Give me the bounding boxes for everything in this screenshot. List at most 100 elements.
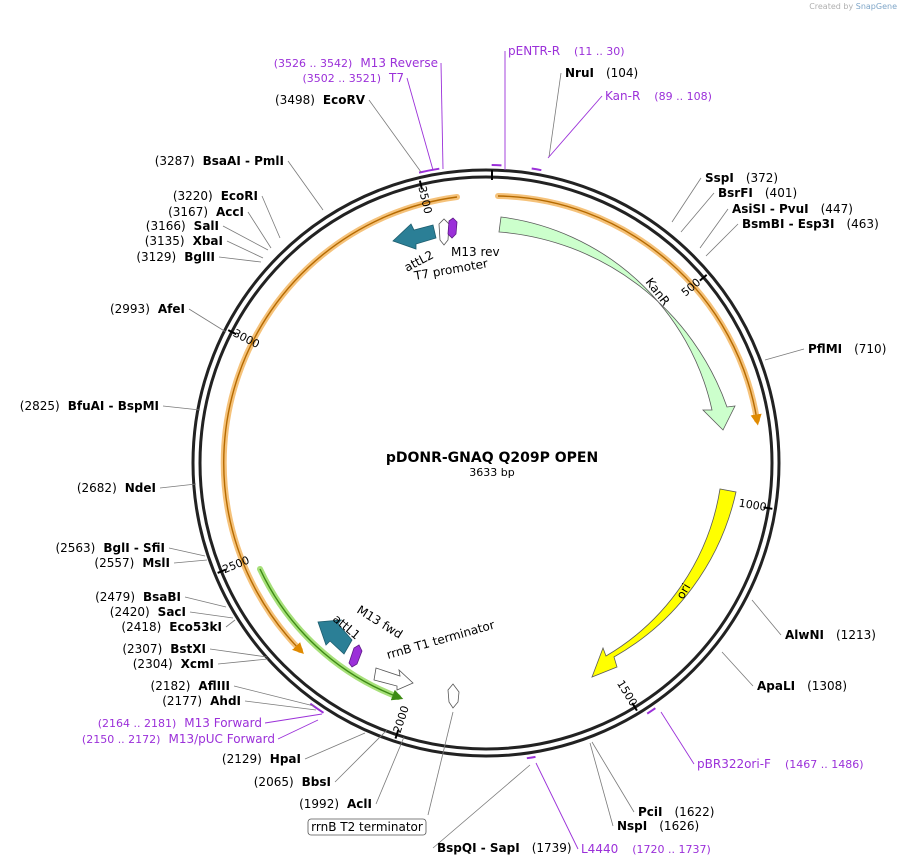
plasmid-length: 3633 bp	[469, 466, 514, 479]
site-leader	[721, 651, 754, 687]
site-position: (2420)	[110, 605, 150, 619]
site-position: (2065)	[254, 775, 294, 789]
restriction-site: (2182) AflIII	[151, 679, 315, 707]
labels-layer: NruI(104)SspI(372)BsrFI(401)AsiSI - PvuI…	[20, 44, 887, 856]
site-name: PflMI	[808, 342, 842, 356]
site-name: XcmI	[181, 657, 214, 671]
site-position: (2182)	[151, 679, 191, 693]
site-leader	[699, 208, 729, 249]
site-position: (2557)	[94, 556, 134, 570]
site-label: PciI(1622)	[638, 805, 714, 819]
ori-feature	[591, 488, 737, 678]
primer-leader	[264, 713, 323, 724]
tick-mark	[217, 568, 227, 574]
site-name: AfeI	[158, 302, 185, 316]
site-name: NruI	[565, 66, 594, 80]
site-name: NdeI	[125, 481, 156, 495]
site-leader	[432, 764, 531, 849]
site-name: AlwNI	[785, 628, 824, 642]
site-position: (447)	[821, 202, 853, 216]
site-leader	[159, 483, 197, 489]
restriction-site: (2418)Eco53kI	[121, 619, 236, 634]
restriction-site: AlwNI(1213)	[751, 599, 876, 642]
restriction-site: (3166)SalI	[146, 219, 269, 251]
restriction-site: (1992)AclI	[299, 736, 405, 811]
site-leader	[173, 559, 208, 564]
site-label: BsmBI - Esp3I(463)	[742, 217, 879, 231]
site-position: (463)	[846, 217, 878, 231]
site-position: (3220)	[173, 189, 213, 203]
tick-mark	[631, 702, 638, 712]
site-leader	[261, 195, 281, 239]
site-name: BfuAI - BspMI	[68, 399, 159, 413]
primer-name: Kan-R	[605, 89, 640, 103]
site-name: BstXI	[170, 642, 206, 656]
restriction-site: NruI(104)	[548, 66, 638, 158]
site-position: (2177)	[162, 694, 202, 708]
site-label: BspQI - SapI (1739)	[437, 841, 572, 855]
restriction-site: (2065)BbsI	[254, 729, 388, 789]
primer-label: Kan-R(89 .. 108)	[605, 89, 712, 103]
site-name: XbaI	[193, 234, 223, 248]
site-leader	[304, 732, 366, 760]
restriction-site: SspI(372)	[671, 171, 778, 223]
site-leader	[287, 160, 324, 211]
tick-mark	[227, 329, 237, 336]
primer: pENTR-R(11 .. 30)	[504, 44, 625, 170]
m13-fwd-arrow	[348, 644, 363, 668]
site-leader	[168, 547, 206, 557]
primer-leader	[277, 719, 319, 740]
site-label: (3220)EcoRI	[173, 189, 258, 203]
site-position: (1739)	[532, 841, 572, 855]
attL2-arrow	[392, 223, 437, 250]
primer-label: (2150 .. 2172)M13/pUC Forward	[82, 732, 275, 746]
primer-binding-mark	[526, 755, 536, 760]
primer-range: (1720 .. 1737)	[632, 843, 711, 856]
site-label: (3498)EcoRV	[275, 93, 366, 107]
site-leader	[222, 225, 269, 251]
restriction-site: BsmBI - Esp3I(463)	[705, 217, 879, 257]
tick-label: 3500	[415, 185, 434, 215]
tick-label: 1000	[738, 497, 768, 514]
primer-leader	[547, 95, 603, 159]
primer-binding-mark	[309, 702, 325, 714]
restriction-site: (2177)AhdI	[162, 694, 317, 711]
site-position: (2479)	[95, 590, 135, 604]
site-leader	[589, 742, 614, 827]
primer-range: (3526 .. 3542)	[274, 57, 353, 70]
primer-label: (2164 .. 2181)M13 Forward	[98, 716, 262, 730]
site-label: AsiSI - PvuI (447)	[732, 202, 853, 216]
site-label: (2993)AfeI	[110, 302, 185, 316]
site-position: (3287)	[155, 154, 195, 168]
site-label: (3167)AccI	[168, 205, 244, 219]
site-label: NruI(104)	[565, 66, 638, 80]
site-position: (3135)	[145, 234, 185, 248]
primer-leader	[440, 62, 444, 170]
site-name: AflIII	[198, 679, 230, 693]
primer-name: T7	[388, 71, 404, 85]
site-leader	[334, 729, 388, 783]
primer-label: pENTR-R(11 .. 30)	[508, 44, 625, 58]
primer-name: M13/pUC Forward	[168, 732, 275, 746]
primer: Kan-R(89 .. 108)	[547, 89, 712, 159]
site-name: BspQI - SapI	[437, 841, 520, 855]
restriction-site: NspI(1626)	[589, 742, 699, 833]
restriction-site: ApaLI(1308)	[721, 651, 847, 693]
site-name: AccI	[216, 205, 244, 219]
restriction-site: (2304)XcmI	[133, 657, 269, 671]
site-label: (2479)BsaBI	[95, 590, 181, 604]
site-leader	[217, 658, 269, 665]
site-name: HpaI	[270, 752, 301, 766]
site-name: AsiSI - PvuI	[732, 202, 809, 216]
site-position: (2129)	[222, 752, 262, 766]
site-name: AclI	[347, 797, 372, 811]
primer: L4440(1720 .. 1737)	[535, 762, 711, 856]
rrnb-t2-label: rrnB T2 terminator	[311, 820, 423, 834]
primer-label: pBR322ori-F(1467 .. 1486)	[697, 757, 864, 771]
restriction-site: (2682)NdeI	[77, 481, 197, 495]
primer-name: pBR322ori-F	[697, 757, 771, 771]
site-name: BsaAI - PmlI	[203, 154, 284, 168]
site-leader	[218, 256, 262, 263]
site-name: NspI	[617, 819, 647, 833]
